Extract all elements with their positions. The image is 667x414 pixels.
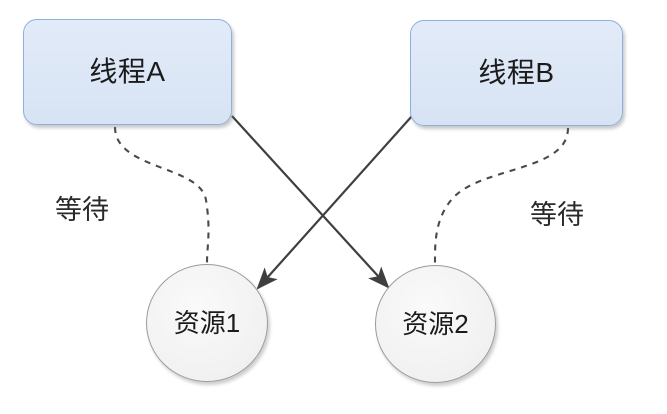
- node-thread-b[interactable]: 线程B: [410, 20, 623, 126]
- edge-hold-b-to-r1: [256, 115, 413, 290]
- node-resource-1[interactable]: 资源1: [146, 264, 268, 382]
- node-thread-a-label: 线程A: [89, 56, 166, 87]
- node-thread-b-label: 线程B: [478, 57, 555, 88]
- node-thread-a[interactable]: 线程A: [23, 19, 232, 125]
- edge-hold-a-to-r2: [231, 115, 390, 289]
- node-resource-2-label: 资源2: [402, 309, 469, 339]
- edge-wait-a-to-r1: [113, 126, 210, 264]
- edge-wait-b-to-r2: [433, 127, 570, 266]
- edge-label-wait-left: 等待: [55, 195, 109, 225]
- node-resource-2[interactable]: 资源2: [375, 265, 496, 383]
- node-resource-1-label: 资源1: [173, 308, 241, 338]
- edge-label-wait-right: 等待: [530, 200, 584, 230]
